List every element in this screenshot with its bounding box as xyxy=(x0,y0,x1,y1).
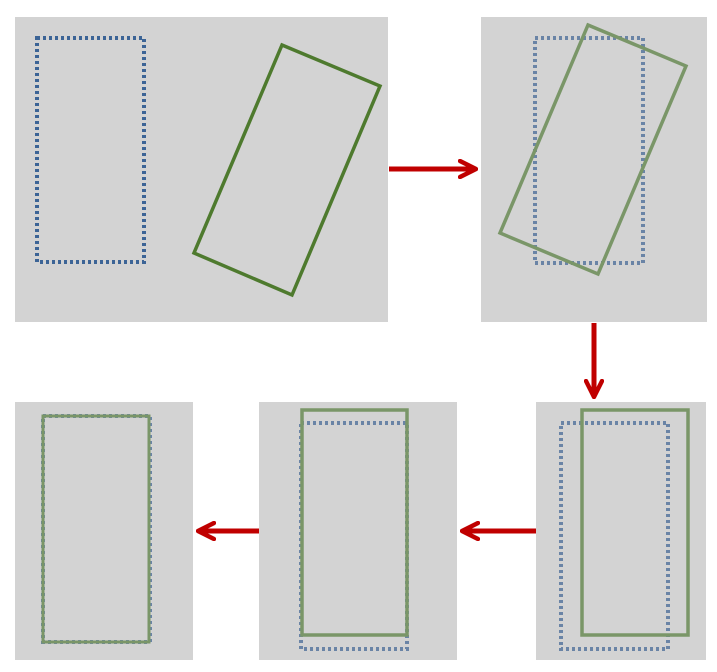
solid-rect xyxy=(41,414,151,644)
step-2-panel xyxy=(481,17,707,322)
panel-background xyxy=(536,402,706,660)
step-5-panel xyxy=(15,402,193,660)
rotated-solid-rect xyxy=(191,42,383,298)
panel-background xyxy=(481,17,707,322)
panel-background xyxy=(15,17,388,322)
step-4-panel xyxy=(259,402,457,660)
step-1-panel xyxy=(15,17,388,322)
solid-rect xyxy=(300,408,409,637)
solid-rect xyxy=(580,408,690,637)
panel-background xyxy=(259,402,457,660)
target-dotted-rect xyxy=(35,36,146,264)
rotated-solid-rect xyxy=(497,22,689,277)
step-3-panel xyxy=(536,402,706,660)
target-dotted-rect xyxy=(559,421,670,651)
